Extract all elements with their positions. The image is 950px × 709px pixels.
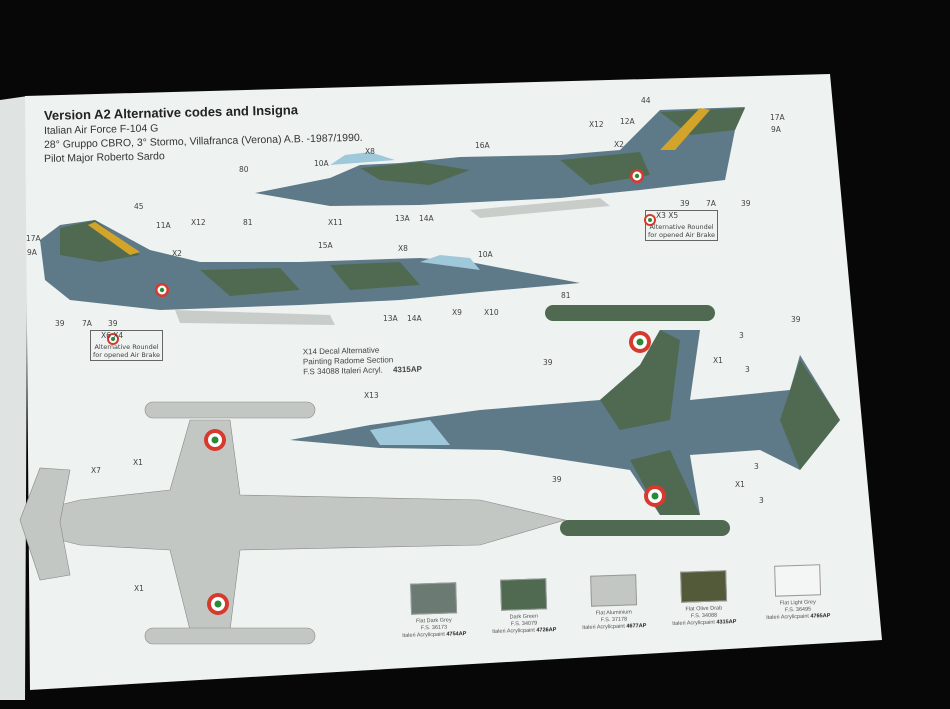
aircraft-bottom-view	[19, 401, 567, 645]
callout: 3	[739, 331, 744, 340]
callout: X8	[398, 244, 408, 253]
callout: X1	[134, 584, 144, 593]
callout: X1	[735, 480, 745, 489]
callout: 15A	[318, 241, 333, 250]
swatch-chip	[589, 574, 637, 607]
callout: 13A	[395, 214, 410, 223]
callout: X8	[365, 147, 375, 156]
callout: 14A	[419, 214, 434, 223]
callout: 44	[641, 96, 651, 105]
callout: 3	[754, 462, 759, 471]
radome-note-line: F.S 34088 Italeri Acryl.	[303, 365, 383, 377]
callout: 7A	[706, 199, 716, 208]
callout: 39	[552, 475, 562, 484]
aircraft-side-view-left	[40, 220, 580, 345]
callout: 11A	[156, 221, 171, 230]
decal-codes: X6 X4	[101, 331, 124, 340]
callout: 17A	[770, 113, 785, 122]
callout: 17A	[26, 234, 41, 243]
callout: X10	[484, 308, 499, 317]
callout: 13A	[383, 314, 398, 323]
callout: 12A	[620, 117, 635, 126]
callout: 39	[680, 199, 690, 208]
alt-roundel-box-left: X6 X4 Alternative Roundel for opened Air…	[90, 330, 164, 361]
callout: X7	[91, 466, 101, 475]
callout: 14A	[407, 314, 422, 323]
callout: 16A	[475, 141, 490, 150]
callout: 80	[239, 165, 249, 174]
callout: 10A	[478, 250, 493, 259]
aircraft-side-view-right	[255, 107, 745, 226]
callout: 39	[741, 199, 751, 208]
callout: 81	[561, 291, 571, 300]
alt-roundel-box-top: X3 X5 Alternative Roundel for opened Air…	[645, 210, 719, 241]
aircraft-top-view	[290, 305, 840, 536]
callout: 81	[243, 218, 253, 227]
callout: X12	[191, 218, 206, 227]
swatch-paint: Italeri Acrylicpaint	[402, 631, 446, 639]
alt-roundel-text: Alternative Roundel	[94, 343, 159, 351]
left-page-edge	[0, 96, 28, 700]
callout: 7A	[82, 319, 92, 328]
callout: X2	[172, 249, 182, 258]
swatch-paint: Italeri Acrylicpaint	[766, 613, 810, 621]
swatch-paint: Italeri Acrylicpaint	[582, 623, 626, 631]
decal-codes: X3 X5	[656, 211, 679, 220]
callout: 39	[791, 315, 801, 324]
swatch-paint: Italeri Acrylicpaint	[492, 627, 536, 635]
radome-note: X14 Decal Alternative Painting Radome Se…	[303, 345, 422, 378]
callout: 45	[134, 202, 144, 211]
callout: X13	[364, 391, 379, 400]
callout: 39	[543, 358, 553, 367]
alt-roundel-text: for opened Air Brake	[648, 231, 716, 239]
swatch-chip	[679, 570, 727, 603]
callout: X11	[328, 218, 343, 227]
swatch-chip	[499, 578, 547, 611]
alt-roundel-text: Alternative Roundel	[649, 223, 714, 231]
callout: X1	[713, 356, 723, 365]
callout: X9	[452, 308, 462, 317]
callout: 39	[55, 319, 65, 328]
swatch-code: 4765AP	[810, 612, 831, 620]
callout: 9A	[771, 125, 781, 134]
callout: X1	[133, 458, 143, 467]
callout: 3	[745, 365, 750, 374]
callout: 10A	[314, 159, 329, 168]
callout: X2	[614, 140, 624, 149]
swatch-chip	[773, 564, 821, 597]
callout: 3	[759, 496, 764, 505]
alt-roundel-text: for opened Air Brake	[93, 351, 161, 359]
swatch-paint: Italeri Acrylicpaint	[672, 619, 716, 627]
radome-paint-code: 4315AP	[392, 364, 423, 375]
callout: 39	[108, 319, 118, 328]
callout: 9A	[27, 248, 37, 257]
swatch-chip	[409, 582, 457, 615]
callout: X12	[589, 120, 604, 129]
